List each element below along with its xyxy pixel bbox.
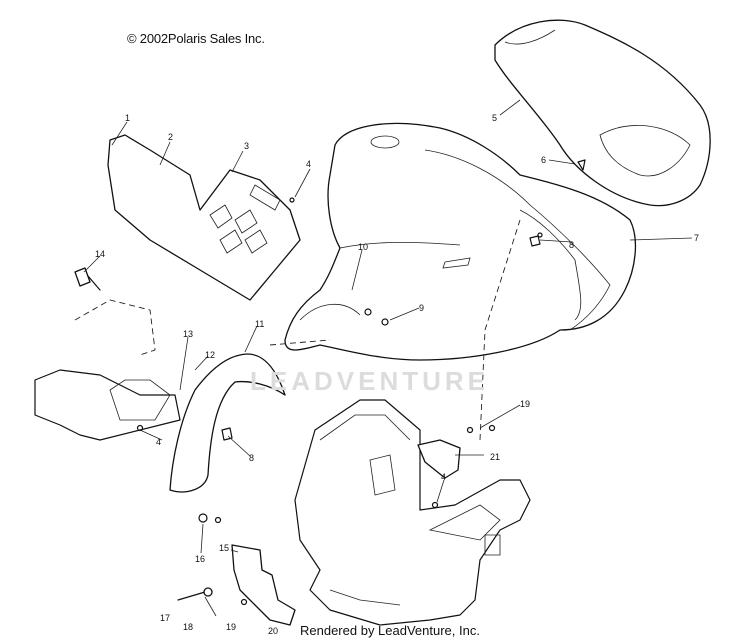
callout-2: 2 (168, 132, 173, 142)
callout-16: 16 (195, 554, 205, 564)
callout-labels: 1 2 3 4 5 6 7 8 9 10 11 12 13 14 15 16 1… (95, 113, 699, 636)
callout-13: 13 (183, 329, 193, 339)
callout-3: 3 (244, 141, 249, 151)
part-fender-flare[interactable] (169, 353, 286, 493)
callout-10: 10 (358, 242, 368, 252)
callout-4: 4 (306, 159, 311, 169)
callout-8b: 8 (249, 453, 254, 463)
assembly-leader (479, 219, 521, 441)
callout-20: 20 (268, 626, 278, 636)
callout-21: 21 (490, 452, 500, 462)
part-pin-17[interactable] (177, 587, 213, 601)
watermark-text: LEADVENTURE (250, 366, 490, 396)
callout-4b: 4 (156, 437, 161, 447)
callout-12: 12 (205, 350, 215, 360)
callout-6: 6 (541, 155, 546, 165)
callout-18: 18 (183, 622, 193, 632)
callout-leaders (83, 99, 693, 617)
part-rear-panel[interactable] (494, 19, 711, 207)
part-footwell[interactable] (34, 299, 181, 441)
part-bolt-14[interactable] (74, 267, 101, 291)
part-mud-flap[interactable] (231, 544, 296, 626)
part-front-fender-body[interactable] (284, 122, 637, 361)
part-frame[interactable] (294, 399, 531, 626)
callout-19: 19 (520, 399, 530, 409)
callout-19b: 19 (226, 622, 236, 632)
callout-17: 17 (160, 613, 170, 623)
callout-9: 9 (419, 303, 424, 313)
part-bracket[interactable] (417, 439, 461, 479)
callout-5: 5 (492, 113, 497, 123)
callout-11: 11 (255, 319, 264, 329)
callout-8: 8 (569, 240, 574, 250)
callout-7: 7 (694, 233, 699, 243)
callout-4c: 4 (441, 472, 446, 482)
callout-15: 15 (219, 543, 229, 553)
hardware-fasteners (136, 159, 586, 606)
callout-14: 14 (95, 249, 105, 259)
callout-1: 1 (125, 113, 130, 123)
assembly-leader (269, 339, 331, 346)
part-side-panel[interactable] (107, 134, 301, 301)
rendered-by-text: Rendered by LeadVenture, Inc. (300, 623, 480, 638)
copyright-text: © 2002Polaris Sales Inc. (127, 31, 265, 46)
